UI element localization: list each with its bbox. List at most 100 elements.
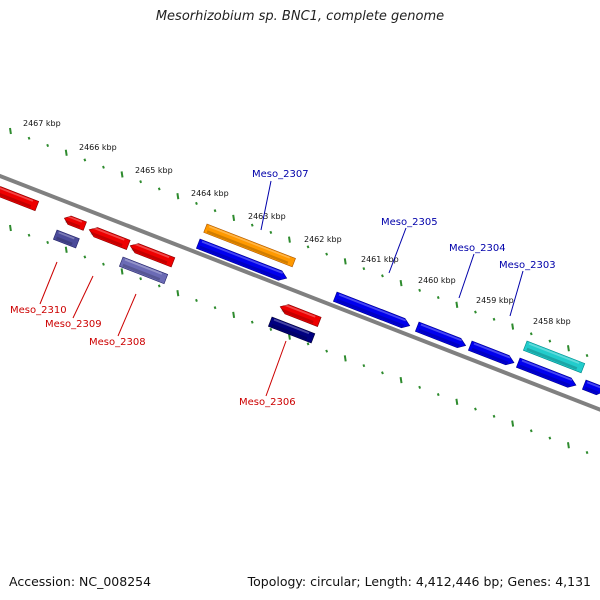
gene-Meso_2307[interactable] bbox=[195, 238, 288, 283]
leader-Meso_2303 bbox=[509, 270, 524, 317]
inner-scale-tick bbox=[343, 355, 347, 362]
gene-navy[interactable] bbox=[267, 316, 316, 344]
inner-scale-tick bbox=[27, 233, 31, 237]
outer-scale-tick bbox=[157, 187, 161, 191]
outer-scale-tick bbox=[567, 345, 570, 352]
outer-scale-tick bbox=[64, 149, 68, 156]
map-title: Mesorhizobium sp. BNC1, complete genome bbox=[155, 9, 445, 24]
gene-Meso_2306[interactable] bbox=[278, 302, 322, 327]
outer-scale-tick bbox=[492, 317, 496, 321]
inner-scale-tick bbox=[232, 311, 236, 319]
leader-Meso_2307 bbox=[260, 180, 272, 231]
outer-scale-tick bbox=[250, 223, 254, 227]
outer-scale-tick bbox=[269, 230, 273, 234]
inner-scale-tick bbox=[176, 290, 180, 297]
gene-label-Meso_2309[interactable]: Meso_2309 bbox=[45, 319, 102, 330]
outer-scale-tick bbox=[529, 332, 533, 336]
leader-Meso_2306 bbox=[265, 340, 287, 397]
gene-Meso_2309[interactable] bbox=[87, 225, 131, 250]
inner-scale-tick bbox=[492, 414, 496, 418]
inner-scale-tick bbox=[325, 349, 329, 353]
gene-Meso_2305[interactable] bbox=[332, 291, 411, 330]
gene-cyan[interactable] bbox=[522, 340, 586, 374]
outer-scale-tick bbox=[9, 127, 12, 135]
inner-scale-tick bbox=[455, 398, 459, 405]
inner-scale-tick bbox=[399, 376, 403, 384]
outer-scale-tick bbox=[418, 288, 422, 292]
outer-scale-tick bbox=[436, 296, 440, 300]
kbp-label: 2462 kbp bbox=[304, 235, 342, 244]
gene-blue-edge[interactable] bbox=[581, 379, 600, 397]
inner-scale-tick bbox=[567, 442, 570, 449]
outer-scale-tick bbox=[343, 258, 347, 265]
gene-label-Meso_2306[interactable]: Meso_2306 bbox=[239, 397, 296, 408]
outer-scale-tick bbox=[195, 201, 198, 205]
kbp-label: 2460 kbp bbox=[418, 276, 456, 285]
outer-scale-tick bbox=[399, 279, 403, 287]
gene-label-Meso_2307[interactable]: Meso_2307 bbox=[252, 169, 309, 180]
outer-scale-tick bbox=[176, 193, 180, 200]
inner-scale-tick bbox=[362, 364, 366, 368]
outer-scale-tick bbox=[325, 252, 329, 256]
kbp-label: 2467 kbp bbox=[23, 119, 61, 128]
gene-label-Meso_2308[interactable]: Meso_2308 bbox=[89, 337, 146, 348]
gene-orange[interactable] bbox=[203, 223, 296, 268]
inner-scale-tick bbox=[157, 284, 161, 288]
kbp-label: 2458 kbp bbox=[533, 317, 571, 326]
kbp-label: 2461 kbp bbox=[361, 255, 399, 264]
inner-scale-tick bbox=[195, 298, 198, 302]
inner-scale-tick bbox=[139, 277, 143, 281]
inner-scale-tick bbox=[9, 224, 12, 232]
gene-red-edge[interactable] bbox=[0, 184, 40, 212]
inner-scale-tick bbox=[46, 240, 50, 245]
kbp-label: 2463 kbp bbox=[248, 212, 286, 221]
inner-scale-tick bbox=[269, 327, 273, 331]
genome-summary: Topology: circular; Length: 4,412,446 bp… bbox=[247, 574, 591, 589]
outer-scale-tick bbox=[139, 180, 143, 184]
inner-scale-tick bbox=[213, 306, 217, 310]
leader-Meso_2305 bbox=[388, 227, 407, 274]
gene-label-Meso_2305[interactable]: Meso_2305 bbox=[381, 217, 438, 228]
outer-scale-tick bbox=[511, 323, 515, 330]
gene-Meso_2303[interactable] bbox=[467, 340, 515, 367]
inner-scale-tick bbox=[102, 262, 105, 266]
inner-scale-tick bbox=[250, 320, 254, 324]
backbone-line bbox=[0, 173, 600, 412]
outer-scale-tick bbox=[585, 353, 589, 358]
outer-scale-tick bbox=[27, 136, 31, 140]
leader-Meso_2310 bbox=[39, 261, 58, 305]
inner-scale-tick bbox=[418, 385, 422, 389]
inner-scale-tick bbox=[511, 420, 515, 427]
outer-scale-tick bbox=[362, 267, 366, 271]
outer-scale-tick bbox=[548, 339, 552, 343]
outer-scale-tick bbox=[102, 165, 105, 169]
outer-scale-tick bbox=[46, 143, 50, 148]
gene-Meso_2310[interactable] bbox=[52, 229, 80, 249]
gene-label-Meso_2304[interactable]: Meso_2304 bbox=[449, 243, 506, 254]
gene-label-Meso_2303[interactable]: Meso_2303 bbox=[499, 260, 556, 271]
gene-Meso_2308[interactable] bbox=[118, 256, 169, 285]
leader-Meso_2309 bbox=[72, 275, 94, 319]
leader-Meso_2308 bbox=[117, 293, 137, 337]
outer-scale-tick bbox=[474, 310, 477, 314]
scale-ticks bbox=[9, 127, 589, 455]
gene-label-Meso_2310[interactable]: Meso_2310 bbox=[10, 305, 67, 316]
leader-Meso_2304 bbox=[458, 253, 475, 299]
inner-scale-tick bbox=[529, 429, 533, 433]
gene-blue-2302[interactable] bbox=[515, 357, 577, 390]
kbp-label: 2464 kbp bbox=[191, 189, 229, 198]
outer-scale-tick bbox=[213, 209, 217, 213]
outer-scale-tick bbox=[120, 171, 124, 178]
gene-red-2308b[interactable] bbox=[128, 241, 176, 268]
inner-scale-tick bbox=[381, 371, 384, 375]
inner-scale-tick bbox=[548, 436, 552, 440]
outer-scale-tick bbox=[232, 214, 236, 222]
gene-red-small[interactable] bbox=[63, 214, 87, 231]
gene-Meso_2304[interactable] bbox=[414, 321, 467, 350]
outer-scale-tick bbox=[83, 158, 87, 162]
inner-scale-tick bbox=[64, 246, 68, 253]
outer-scale-tick bbox=[381, 274, 384, 278]
inner-scale-tick bbox=[585, 450, 589, 455]
